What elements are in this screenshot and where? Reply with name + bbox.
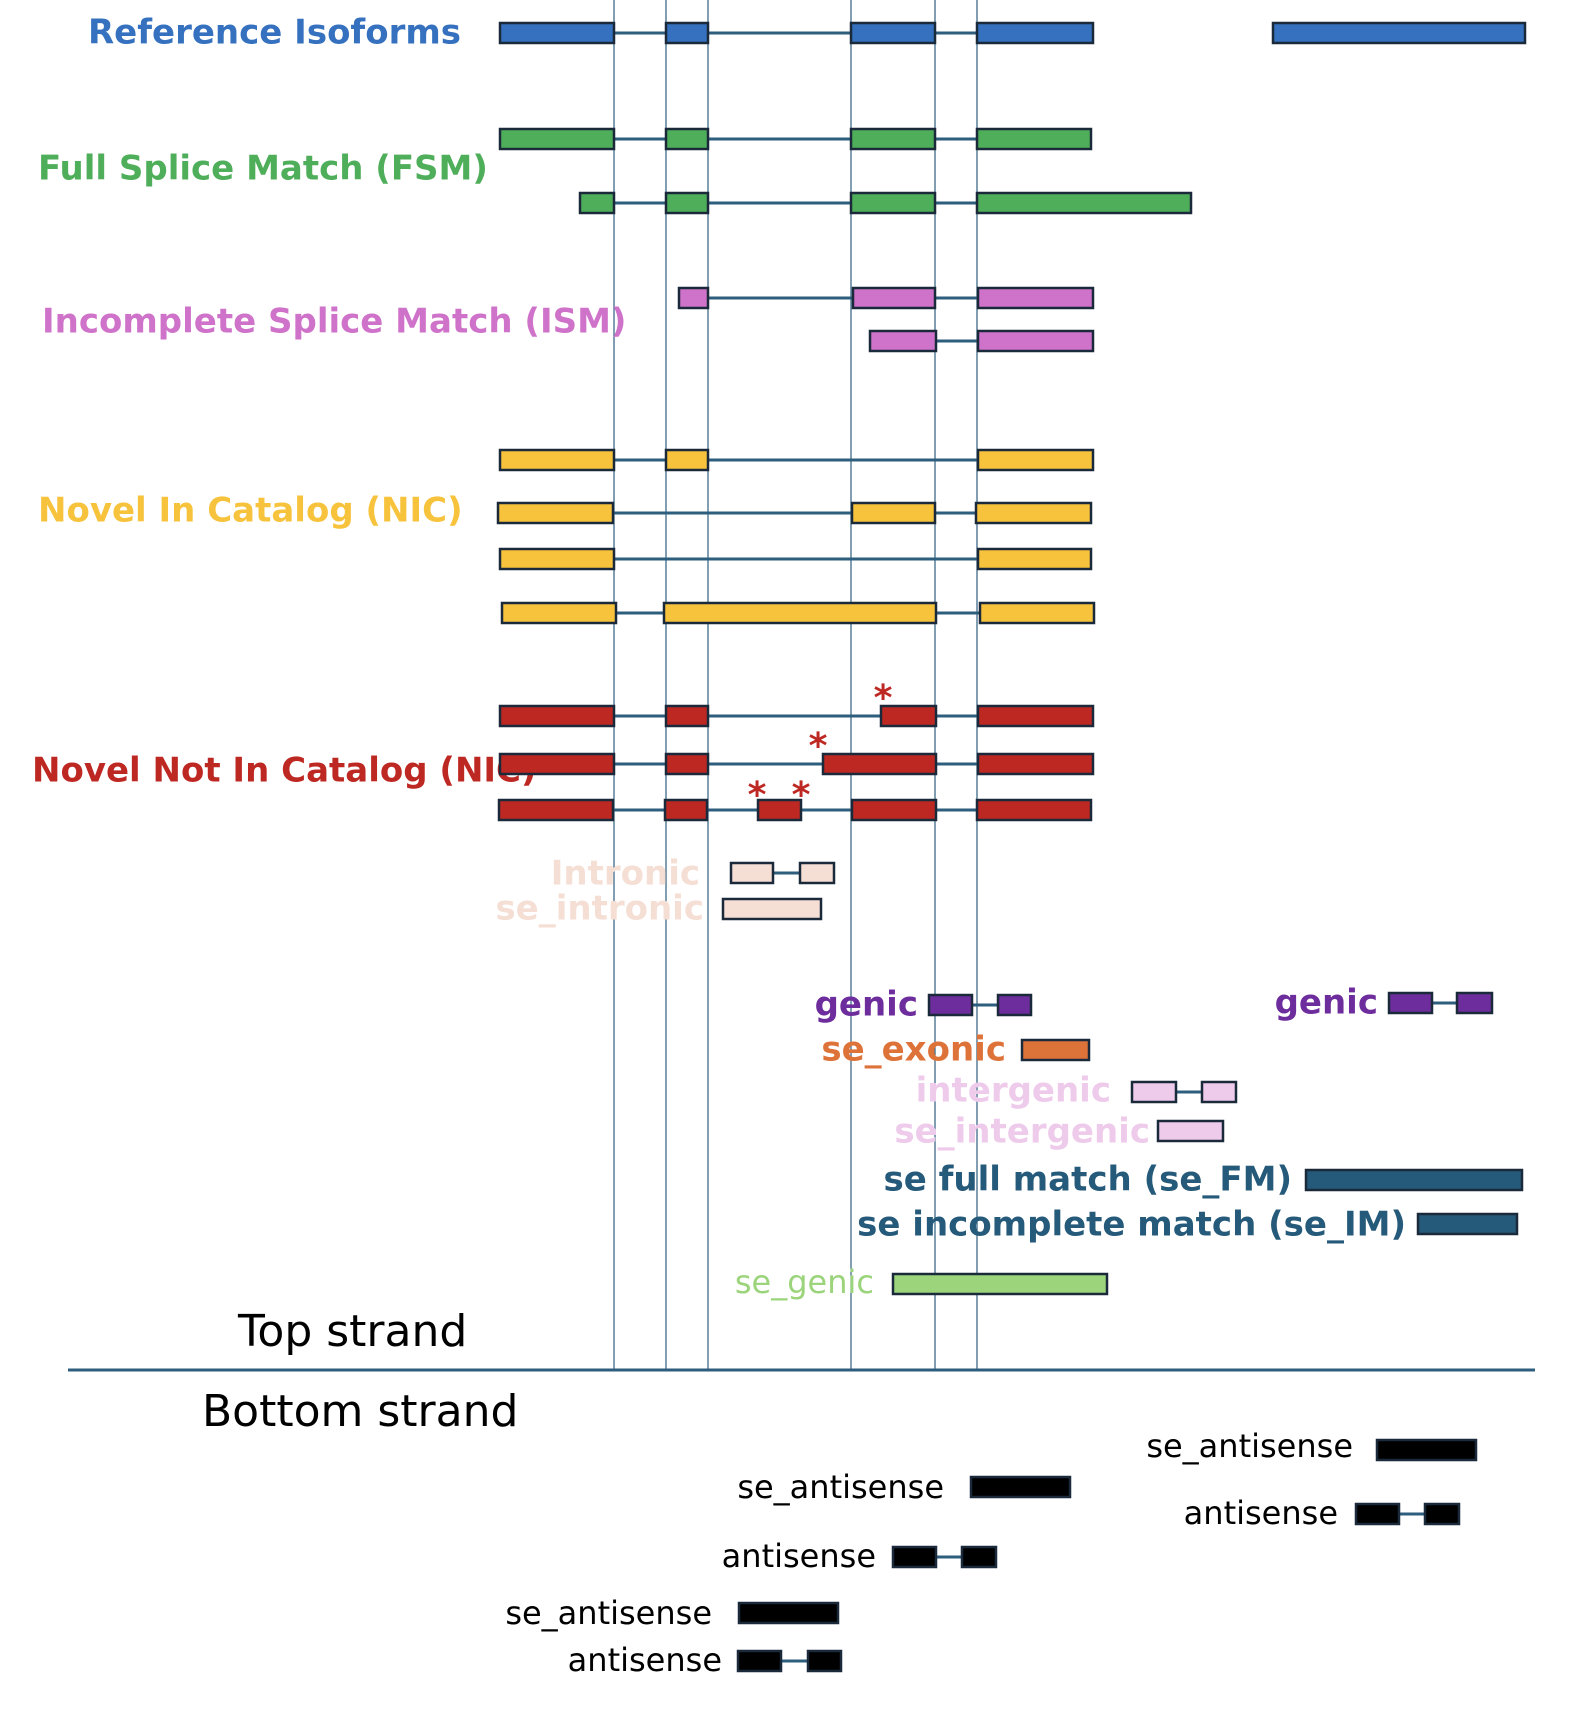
nnc-novel-marker-4: *	[792, 775, 811, 816]
se-genic-label: se_genic	[735, 1263, 874, 1301]
nnc-isoform-1-exon-1	[498, 704, 616, 728]
fsm-isoform-2-exon-1	[578, 191, 616, 215]
nnc-isoform-2-exon-3	[821, 752, 938, 776]
antisense-label-1: antisense	[722, 1537, 876, 1575]
genic-isoform-1-exon-2	[996, 993, 1033, 1017]
nnc-isoform-1-exon-3	[879, 704, 938, 728]
reference-isoform-2-exon-1	[1271, 21, 1527, 45]
ism-isoform-2-exon-1	[868, 329, 938, 353]
se-intergenic-isoform-exon-1	[1156, 1119, 1225, 1143]
intergenic-isoform-exon-2	[1200, 1080, 1238, 1104]
se-fm-label: se full match (se_FM)	[883, 1160, 1292, 1200]
fsm-isoform-1-exon-1	[498, 127, 616, 151]
nic-isoform-4-exon-2	[662, 601, 938, 625]
ism-isoform-2-exon-2	[976, 329, 1095, 353]
nnc-isoform-3-exon-4	[850, 798, 938, 822]
reference-isoform-1-exon-4	[975, 21, 1095, 45]
intronic-label: Intronic	[551, 854, 700, 894]
nnc-novel-marker-2: *	[809, 726, 828, 767]
nnc-novel-marker-3: *	[748, 775, 767, 816]
se-intronic-isoform-exon-1	[721, 897, 823, 921]
antisense-label-2: antisense	[1184, 1494, 1338, 1532]
intronic-isoform-exon-1	[729, 861, 775, 885]
se-intronic-label: se_intronic	[495, 889, 704, 929]
nnc-isoform-1-exon-2	[664, 704, 710, 728]
nnc-isoform-1-exon-4	[976, 704, 1095, 728]
ism-isoform-1-exon-2	[851, 286, 937, 310]
nic-isoform-2-exon-1	[496, 501, 615, 525]
se-exonic-isoform-exon-1	[1020, 1038, 1091, 1062]
nnc-label: Novel Not In Catalog (NIC)	[32, 751, 537, 791]
nic-isoform-2-exon-3	[974, 501, 1093, 525]
antisense-label-3: antisense	[568, 1641, 722, 1679]
se-antisense-label-2: se_antisense	[1146, 1427, 1353, 1465]
se-antisense-label-3: se_antisense	[505, 1594, 712, 1632]
reference-isoform-1-exon-3	[849, 21, 937, 45]
ism-isoform-1-exon-3	[976, 286, 1095, 310]
nic-isoform-2-exon-2	[850, 501, 937, 525]
fsm-isoform-2-exon-4	[975, 191, 1193, 215]
antisense-isoform-2-exon-2	[1423, 1502, 1461, 1526]
nnc-isoform-2-exon-4	[976, 752, 1095, 776]
genic-isoform-2-exon-2	[1455, 991, 1494, 1015]
antisense-isoform-3-exon-2	[806, 1649, 843, 1673]
nnc-isoform-2-exon-1	[498, 752, 616, 776]
nnc-isoform-3-exon-2	[663, 798, 709, 822]
nic-label: Novel In Catalog (NIC)	[38, 491, 463, 531]
se-intergenic-label: se_intergenic	[894, 1112, 1150, 1152]
reference-isoform-1-exon-1	[498, 21, 616, 45]
se-antisense-label-1: se_antisense	[737, 1468, 944, 1506]
genic-label-2: genic	[1275, 983, 1378, 1023]
fsm-isoform-2-exon-2	[664, 191, 710, 215]
se-im-isoform-exon-1	[1416, 1212, 1519, 1236]
nic-isoform-3-exon-2	[976, 547, 1093, 571]
intergenic-label: intergenic	[916, 1071, 1111, 1111]
se-exonic-label: se_exonic	[821, 1030, 1006, 1070]
top-strand-label: Top strand	[237, 1306, 467, 1357]
genic-isoform-1-exon-1	[927, 993, 974, 1017]
nic-isoform-1-exon-2	[664, 448, 710, 472]
se-genic-isoform-exon-1	[891, 1272, 1109, 1296]
nnc-isoform-3-exon-5	[975, 798, 1093, 822]
se-fm-isoform-exon-1	[1304, 1168, 1524, 1192]
antisense-isoform-1-exon-1	[891, 1545, 938, 1569]
reference-isoform-1-exon-2	[664, 21, 710, 45]
nnc-isoform-2-exon-2	[664, 752, 710, 776]
reference-label: Reference Isoforms	[88, 13, 461, 53]
nic-isoform-1-exon-3	[976, 448, 1095, 472]
nnc-isoform-3-exon-3	[756, 798, 803, 822]
ism-isoform-1-exon-1	[677, 286, 710, 310]
genic-label-1: genic	[815, 985, 918, 1025]
intronic-isoform-exon-2	[798, 861, 836, 885]
se-im-label: se incomplete match (se_IM)	[857, 1205, 1406, 1245]
se-antisense-isoform-3-exon-1	[737, 1601, 840, 1625]
antisense-isoform-3-exon-1	[736, 1649, 783, 1673]
fsm-isoform-1-exon-3	[849, 127, 937, 151]
nnc-novel-marker-1: *	[874, 678, 893, 719]
fsm-isoform-1-exon-2	[664, 127, 710, 151]
nic-isoform-4-exon-1	[500, 601, 618, 625]
fsm-label: Full Splice Match (FSM)	[38, 149, 488, 189]
se-antisense-isoform-1-exon-1	[969, 1475, 1072, 1499]
bottom-strand-label: Bottom strand	[202, 1386, 518, 1437]
antisense-isoform-1-exon-2	[960, 1545, 998, 1569]
fsm-isoform-2-exon-3	[849, 191, 937, 215]
nic-isoform-4-exon-3	[978, 601, 1096, 625]
se-antisense-isoform-2-exon-1	[1375, 1438, 1478, 1462]
antisense-isoform-2-exon-1	[1354, 1502, 1401, 1526]
ism-label: Incomplete Splice Match (ISM)	[42, 302, 626, 342]
nic-isoform-3-exon-1	[498, 547, 616, 571]
genic-isoform-2-exon-1	[1387, 991, 1434, 1015]
intergenic-isoform-exon-1	[1130, 1080, 1178, 1104]
nic-isoform-1-exon-1	[498, 448, 616, 472]
nnc-isoform-3-exon-1	[497, 798, 615, 822]
fsm-isoform-1-exon-4	[975, 127, 1093, 151]
